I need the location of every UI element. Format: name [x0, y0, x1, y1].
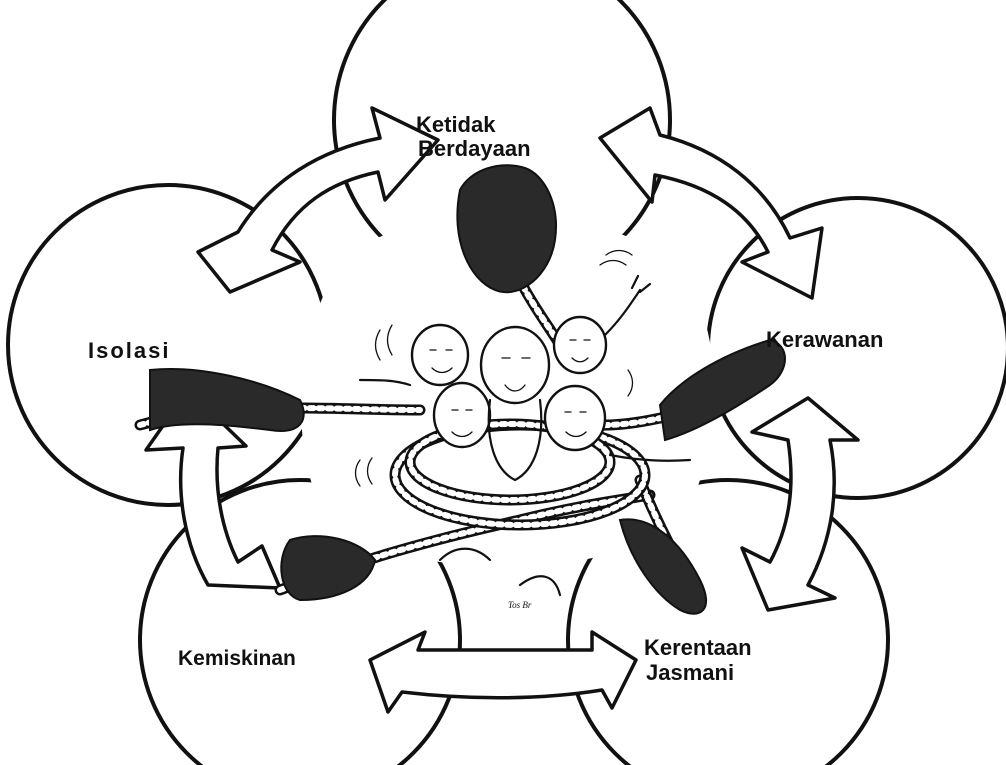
label-kerawanan: Kerawanan — [766, 327, 883, 352]
label-kerentaan-jasmani-line1: Kerentaan — [644, 635, 752, 660]
label-kemiskinan: Kemiskinan — [178, 647, 296, 670]
label-kerentaan-jasmani-line2: Jasmani — [646, 660, 734, 685]
label-isolasi: Isolasi — [88, 338, 170, 363]
illustrator-signature: Tos Br — [508, 600, 532, 610]
label-ketidak-berdayaan-line1: Ketidak — [416, 112, 496, 137]
label-ketidak-berdayaan-line2: Berdayaan — [418, 136, 531, 161]
